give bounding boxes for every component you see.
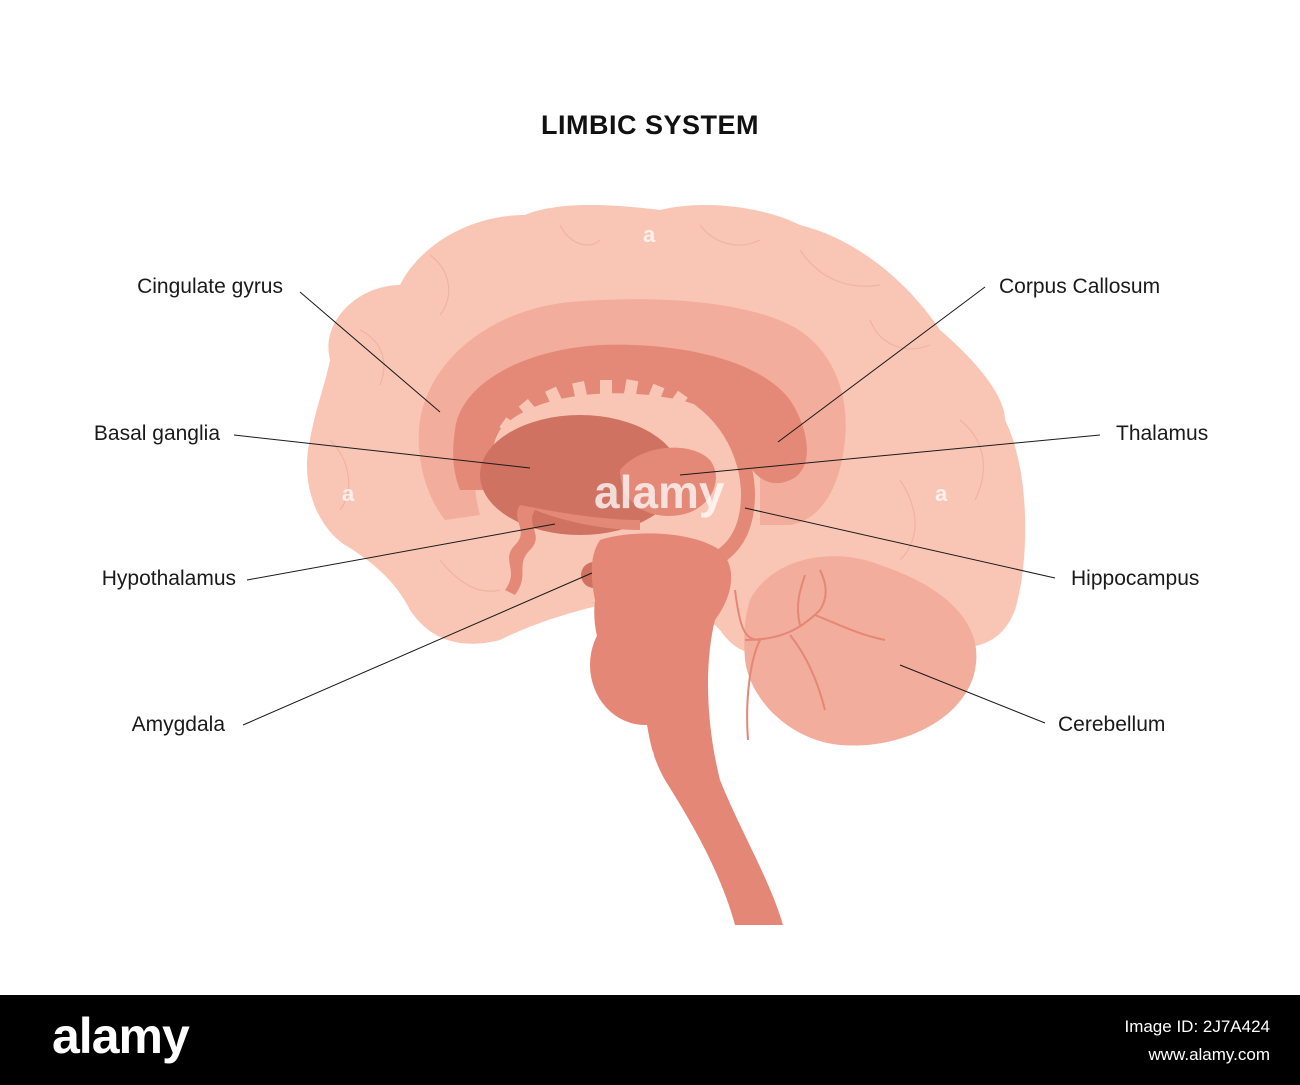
hypothalamus [505, 505, 640, 595]
cerebellum-branches [734, 569, 886, 741]
watermark-small-3: a [935, 481, 948, 506]
leader-lines [233, 286, 1101, 726]
limbic-system-diagram [233, 205, 1101, 925]
basal-ganglia [480, 415, 680, 535]
label-basal-ganglia: Basal ganglia [93, 422, 220, 445]
thalamus [620, 447, 716, 516]
footer-info: Image ID: 2J7A424 www.alamy.com [1124, 1013, 1270, 1069]
footer-site: www.alamy.com [1148, 1045, 1270, 1064]
footer-bar: alamy Image ID: 2J7A424 www.alamy.com [0, 995, 1300, 1085]
label-hippocampus: Hippocampus [1071, 567, 1200, 590]
leader-cerebellum [899, 664, 1046, 724]
label-cerebellum: Cerebellum [1058, 713, 1166, 736]
watermark-center: alamy [594, 466, 725, 518]
leader-hypothalamus [246, 523, 556, 581]
label-corpus-callosum: Corpus Callosum [999, 275, 1161, 298]
label-cingulate-gyrus: Cingulate gyrus [137, 275, 283, 298]
leader-corpus-callosum [777, 286, 986, 443]
footer-logo: alamy [52, 1008, 190, 1064]
leader-amygdala [242, 572, 593, 726]
leader-thalamus [679, 434, 1101, 476]
label-hypothalamus: Hypothalamus [101, 567, 236, 590]
leader-hippocampus [744, 507, 1056, 579]
corpus-callosum [453, 344, 807, 490]
pons [590, 605, 700, 725]
cingulate-gyrus [418, 299, 846, 525]
cerebrum [306, 205, 1026, 654]
footer-image-id: Image ID: 2J7A424 [1124, 1017, 1270, 1036]
watermark-small-1: a [643, 222, 656, 247]
label-amygdala: Amygdala [131, 713, 225, 736]
leader-cingulate-gyrus [299, 291, 441, 413]
watermark-small-4: a [643, 742, 656, 767]
label-thalamus: Thalamus [1116, 422, 1209, 445]
leader-basal-ganglia [233, 434, 531, 469]
watermark-small-2: a [342, 481, 355, 506]
cerebellum [744, 556, 977, 746]
diagram-title: LIMBIC SYSTEM [540, 110, 759, 140]
